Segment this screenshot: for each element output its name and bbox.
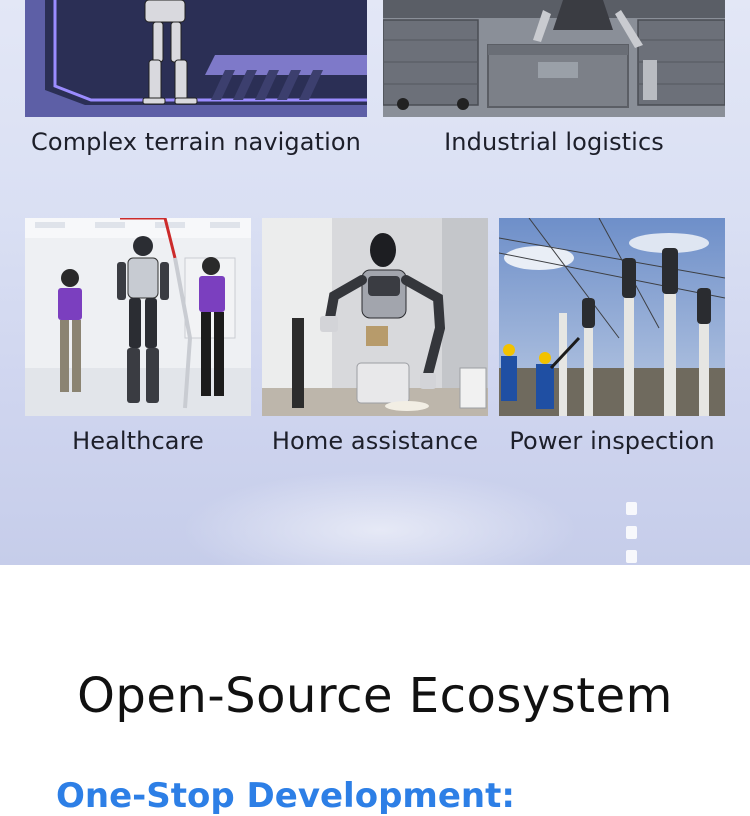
scenario-label-home: Home assistance [271, 427, 479, 455]
industrial-logistics-image [383, 0, 725, 117]
pager-dot[interactable] [626, 550, 637, 563]
terrain-navigation-image [25, 0, 367, 117]
scenario-label-logistics: Industrial logistics [444, 128, 664, 156]
scenario-label-healthcare: Healthcare [72, 427, 204, 455]
section-title: Open-Source Ecosystem [77, 668, 673, 724]
section-subtitle: One-Stop Development: [56, 776, 515, 816]
pager-dot[interactable] [626, 526, 637, 539]
carousel-pager [626, 502, 638, 565]
power-inspection-image [499, 218, 725, 416]
scenario-label-power: Power inspection [509, 427, 715, 455]
scenario-label-terrain: Complex terrain navigation [31, 128, 361, 156]
application-scenarios-section: Complex terrain navigation Industrial lo [0, 0, 750, 565]
pager-dot[interactable] [626, 502, 637, 515]
healthcare-image [25, 218, 251, 416]
home-assistance-image [262, 218, 488, 416]
background-glow [180, 470, 580, 565]
